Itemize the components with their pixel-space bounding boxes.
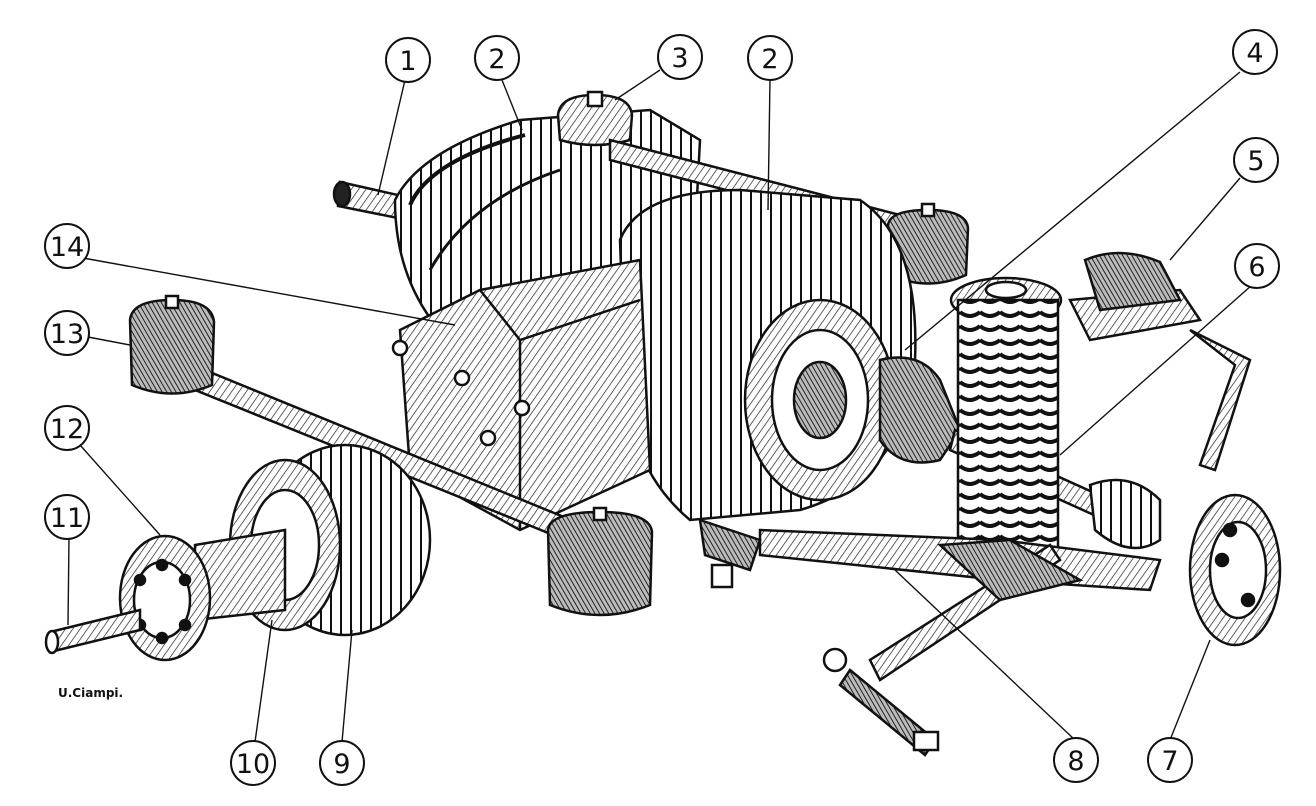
svg-text:9: 9 xyxy=(333,749,350,780)
callout-13: 13 xyxy=(44,310,90,356)
svg-text:13: 13 xyxy=(50,319,84,350)
right-wheel-hub xyxy=(1188,493,1282,647)
svg-text:3: 3 xyxy=(671,43,688,74)
leader-13 xyxy=(87,336,131,346)
svg-text:4: 4 xyxy=(1246,38,1263,69)
upper-link xyxy=(1068,251,1252,472)
bottom-mount xyxy=(546,506,654,617)
coil-spring-damper xyxy=(949,276,1063,582)
svg-text:14: 14 xyxy=(50,232,84,263)
right-top-mount xyxy=(886,202,970,285)
leader-1 xyxy=(377,79,406,196)
svg-text:6: 6 xyxy=(1248,252,1265,283)
gearbox-casing xyxy=(391,258,652,532)
svg-text:7: 7 xyxy=(1161,746,1178,777)
svg-text:8: 8 xyxy=(1067,746,1084,777)
callout-5: 5 xyxy=(1233,137,1279,183)
svg-text:11: 11 xyxy=(50,503,84,534)
leader-11 xyxy=(67,536,70,626)
leader-8 xyxy=(894,569,1076,741)
leader-4 xyxy=(904,71,1241,351)
callout-8: 8 xyxy=(1053,737,1099,783)
svg-text:1: 1 xyxy=(399,46,416,77)
leader-6 xyxy=(1059,284,1253,456)
callout-10: 10 xyxy=(230,740,276,786)
assembly-drawing xyxy=(44,90,1282,757)
top-mount xyxy=(556,90,634,147)
callout-1: 1 xyxy=(385,37,431,83)
axle-tube xyxy=(44,528,287,662)
callout-9: 9 xyxy=(319,740,365,786)
callout-4: 4 xyxy=(1232,29,1278,75)
callout-2a: 2 xyxy=(474,35,520,81)
callout-12: 12 xyxy=(44,405,90,451)
callout-14: 14 xyxy=(44,223,90,269)
callout-2b: 2 xyxy=(747,35,793,81)
leader-3 xyxy=(614,69,661,101)
leader-2a xyxy=(501,79,523,131)
callout-3: 3 xyxy=(657,34,703,80)
leader-14 xyxy=(82,257,456,326)
leader-9 xyxy=(341,629,353,743)
leader-2b xyxy=(767,79,771,211)
svg-text:12: 12 xyxy=(50,414,84,445)
leader-5 xyxy=(1169,177,1241,261)
front-cylinder-housing xyxy=(618,188,917,522)
svg-text:2: 2 xyxy=(761,44,778,75)
leader-lines xyxy=(67,69,1253,743)
callouts: 1 2 3 2 4 5 6 14 xyxy=(44,29,1280,786)
svg-text:2: 2 xyxy=(488,44,505,75)
callout-6: 6 xyxy=(1234,243,1280,289)
artist-signature: U.Ciampi. xyxy=(58,686,123,700)
lower-wishbone xyxy=(698,518,1162,757)
svg-text:10: 10 xyxy=(236,749,270,780)
callout-11: 11 xyxy=(44,494,90,540)
leader-10 xyxy=(254,619,273,743)
callout-7: 7 xyxy=(1147,737,1193,783)
leader-12 xyxy=(79,444,161,536)
left-mount xyxy=(128,294,216,395)
svg-text:5: 5 xyxy=(1247,146,1264,177)
leader-7 xyxy=(1169,639,1211,741)
